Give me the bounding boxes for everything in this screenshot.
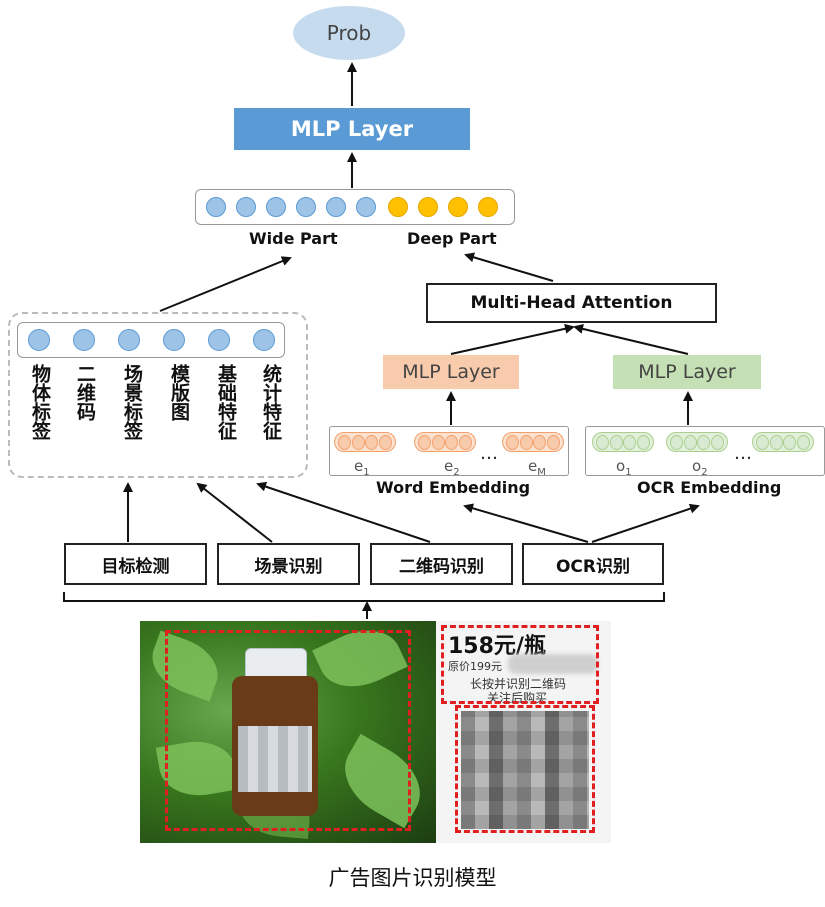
deep-dot [448,197,468,217]
embedding-vector [502,432,564,452]
blurred-text [508,654,598,674]
feature-object-tags: 物体标签 [29,364,51,440]
embedding-vector [414,432,476,452]
process-qr-recognition: 二维码识别 [370,543,513,585]
embedding-token-em: eM [528,457,546,478]
ad-original-price: 原价199元 [448,660,502,673]
arrow-qr-to-wide [256,481,431,543]
arrow-scene-to-wide [196,482,273,543]
feature-template-image: 模版图 [168,364,190,421]
wide-feature-dot [253,329,275,351]
arrow-wide-to-combined [159,256,292,312]
embedding-ellipsis: … [480,443,498,464]
word-embedding-box: e1 e2 … eM [329,426,569,478]
ocr-embedding-box: o1 o2 … [585,426,825,478]
embedding-token-e1: e1 [354,457,370,478]
wide-dot [206,197,226,217]
embedding-ellipsis: … [734,443,752,464]
prob-node: Prob [293,6,405,60]
feature-statistics: 统计特征 [260,364,282,440]
wide-features-group [8,312,308,478]
wide-feature-dot [118,329,140,351]
embedding-vector [592,432,654,452]
wide-dot [266,197,286,217]
detection-box-qr [455,705,595,833]
arrow-ocr-to-word [463,503,589,543]
wide-feature-dot [73,329,95,351]
wide-feature-dot [208,329,230,351]
wide-feature-dot [163,329,185,351]
wide-dot [326,197,346,217]
wide-feature-dot [28,329,50,351]
product-bottle [232,648,318,816]
combined-vector [195,189,515,225]
ocr-box-price [441,625,599,704]
embedding-vector [666,432,728,452]
figure-caption: 广告图片识别模型 [328,866,497,890]
arrow-attention-to-deep [464,252,554,282]
arrow-word-mlp-to-attention [450,323,575,355]
process-ocr-recognition: OCR识别 [522,543,664,585]
ocr-mlp-layer: MLP Layer [613,355,761,389]
embedding-token-o1: o1 [616,457,632,478]
top-mlp-layer: MLP Layer [234,108,470,150]
feature-basic: 基础特征 [215,364,237,440]
wide-dot [236,197,256,217]
process-object-detection: 目标检测 [64,543,207,585]
arrow-ocr-to-ocremb [591,503,700,543]
ad-text-line1: 长按并识别二维码 [470,677,567,691]
feature-qr-code: 二维码 [74,364,96,421]
embedding-token-o2: o2 [692,457,708,478]
arrow-ocr-mlp-to-attention [573,323,689,355]
embedding-token-e2: e2 [444,457,460,478]
feature-scene-tags: 场景标签 [121,364,143,440]
embedding-vector [752,432,814,452]
deep-dot [478,197,498,217]
wide-part-label: Wide Part [249,229,338,248]
brace [63,592,665,602]
ocr-embedding-label: OCR Embedding [637,478,782,497]
process-scene-recognition: 场景识别 [217,543,360,585]
multi-head-attention: Multi-Head Attention [426,283,717,323]
blurred-qr-code [461,711,589,829]
word-mlp-layer: MLP Layer [383,355,519,389]
detection-box-product [165,630,411,831]
wide-feature-vector [17,322,285,358]
wide-dot [296,197,316,217]
deep-dot [388,197,408,217]
embedding-vector [334,432,396,452]
wide-dot [356,197,376,217]
word-embedding-label: Word Embedding [376,478,531,497]
deep-dot [418,197,438,217]
deep-part-label: Deep Part [407,229,497,248]
